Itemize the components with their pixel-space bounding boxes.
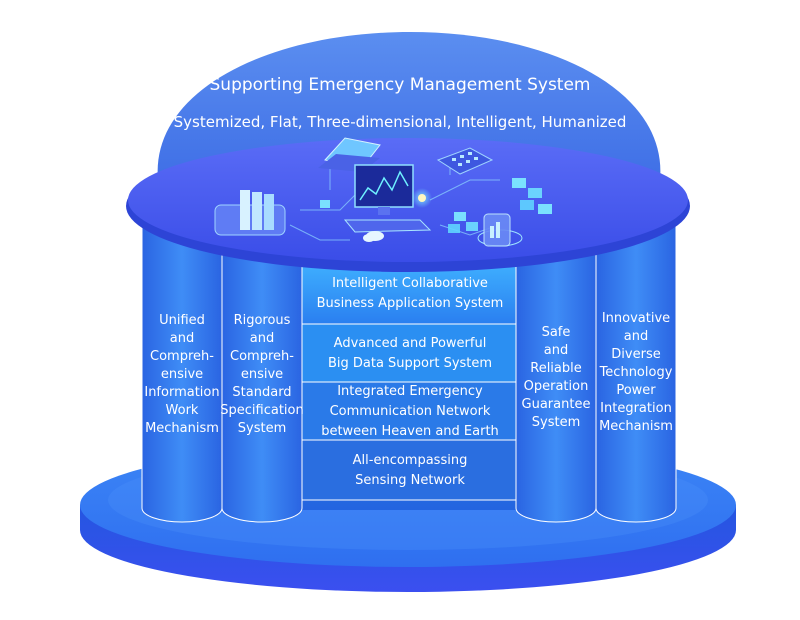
layer-big-data (301, 323, 517, 383)
data-cubes-icon (320, 178, 552, 233)
center-layer-stack (301, 261, 517, 501)
diagram-title: Supporting Emergency Management System (209, 75, 591, 95)
phone-icon (477, 213, 523, 247)
monitor-chart-icon (343, 164, 432, 233)
pillar-3 (515, 209, 597, 523)
pillar-4 (595, 209, 677, 523)
keypad-device-icon (436, 147, 494, 175)
tech-illustration (214, 137, 552, 247)
laptop-icon (318, 137, 381, 172)
diagram-subtitle: Systemized, Flat, Three-dimensional, Int… (173, 113, 627, 131)
dome-top (157, 32, 661, 180)
layer-communication (301, 381, 517, 441)
server-stack-icon (214, 190, 286, 236)
light-bulb-icon (412, 188, 432, 208)
cloud-icon (363, 231, 384, 242)
pillar-1 (141, 209, 223, 523)
pillar-2 (221, 209, 303, 523)
